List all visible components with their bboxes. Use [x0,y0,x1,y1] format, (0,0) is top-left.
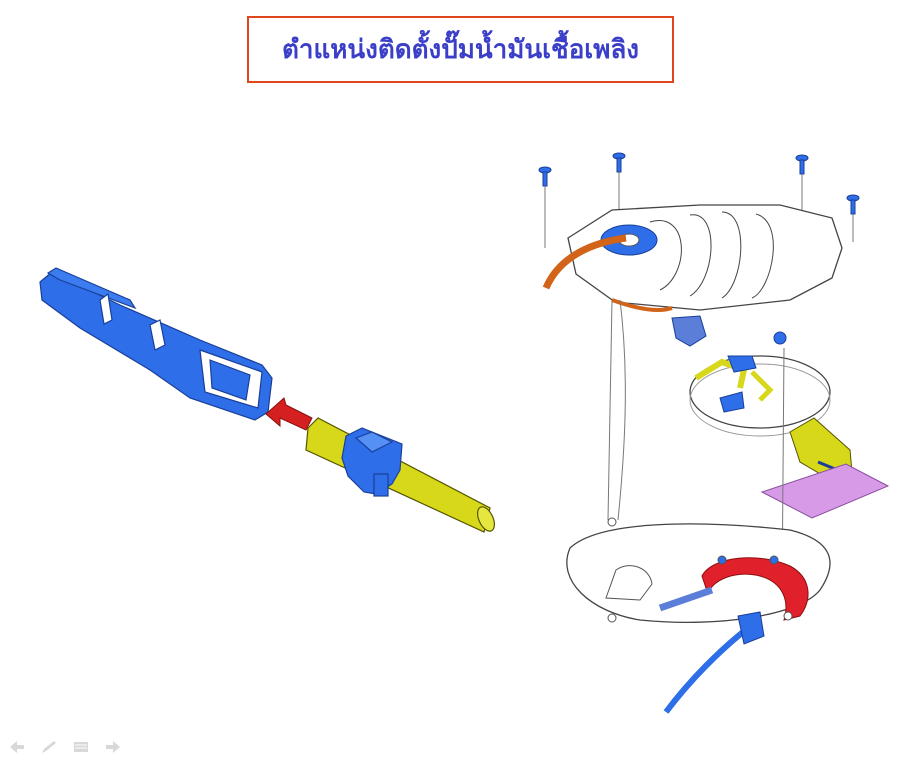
prev-slide-button[interactable] [6,738,28,756]
fuel-pipe-yellow [305,417,495,533]
slide-title: ตำแหน่งติดตั้งปั๊มน้ำมันเชื้อเพลิง [282,35,639,65]
strainer [760,463,890,519]
connector-assembly [39,267,495,533]
retainer-clip-blue [341,427,403,497]
menu-icon [74,742,88,752]
pump-assembly [538,152,890,714]
tank-opening [566,517,831,714]
pump-flange [689,331,853,483]
menu-button[interactable] [70,738,92,756]
title-box: ตำแหน่งติดตั้งปั๊มน้ำมันเชื้อเพลิง [247,16,674,83]
arrow-left-icon [10,741,24,753]
cover-plate [542,204,843,347]
slide-nav-bar [6,738,124,756]
arrow-right-icon [106,741,120,753]
next-slide-button[interactable] [102,738,124,756]
blue-connector [39,267,273,421]
insert-arrow-red [265,397,313,431]
screws [538,152,860,248]
pen-button[interactable] [38,738,60,756]
pen-icon [42,741,56,753]
